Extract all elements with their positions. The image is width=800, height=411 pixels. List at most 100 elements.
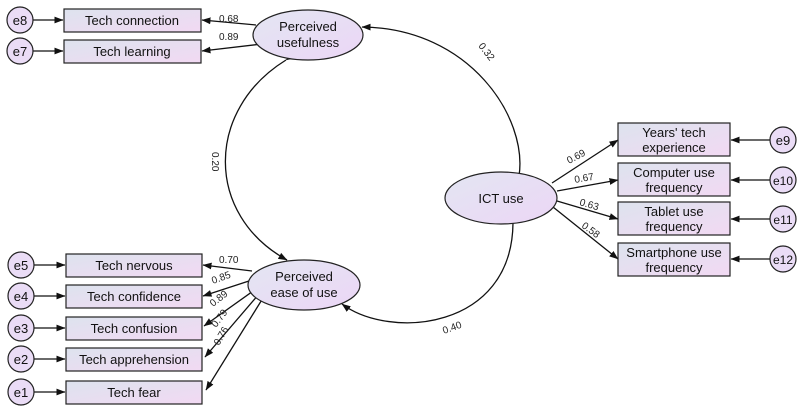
- path-ict-years-exp: [551, 139, 619, 184]
- label-e9: e9: [776, 133, 790, 148]
- indicator-tech-apprehension: Tech apprehension: [65, 347, 203, 372]
- circle-e7: [6, 37, 34, 65]
- label-e8: e8: [13, 13, 27, 28]
- path-peou-tech-fear: [205, 297, 264, 391]
- error-e7: e7: [6, 37, 34, 65]
- label-computer-freq-1: Computer use: [633, 165, 715, 180]
- label-tech-connection: Tech connection: [85, 13, 179, 28]
- label-tech-nervous: Tech nervous: [95, 258, 173, 273]
- pu-label-line1: Perceived: [279, 19, 337, 34]
- circle-e8: [6, 6, 34, 34]
- weight-cov-pu-peou: 0.20: [209, 152, 220, 172]
- ellipse-ict: [444, 171, 558, 225]
- latent-perceived-ease-of-use: Perceived ease of use: [247, 259, 361, 311]
- circle-e11: [769, 205, 797, 233]
- path-peou-tech-apprehension: [204, 293, 260, 358]
- cov-pu-ict: [361, 23, 522, 185]
- circle-e10: [769, 166, 797, 194]
- covariance-paths: [224, 23, 522, 324]
- label-e2: e2: [14, 352, 28, 367]
- circle-e3: [7, 314, 35, 342]
- peou-label-line1: Perceived: [275, 269, 333, 284]
- path-peou-tech-confusion: [203, 288, 257, 327]
- box-tech-learning: [63, 39, 202, 64]
- weight-computer-freq: 0.67: [574, 172, 596, 186]
- weight-years-exp: 0.69: [565, 148, 588, 167]
- error-e11: e11: [769, 205, 797, 233]
- label-e12: e12: [773, 253, 793, 267]
- weight-cov-peou-ict: 0.40: [441, 320, 463, 337]
- weight-tech-nervous: 0.70: [219, 255, 239, 266]
- error-e12: e12: [769, 245, 797, 273]
- error-e9: e9: [769, 126, 797, 154]
- box-tech-connection: [63, 8, 202, 33]
- label-years-exp-1: Years' tech: [642, 125, 705, 140]
- circle-e12: [769, 245, 797, 273]
- label-e4: e4: [14, 289, 28, 304]
- ellipse-pu: [252, 9, 364, 61]
- label-e5: e5: [14, 258, 28, 273]
- indicator-tech-confidence: Tech confidence: [65, 284, 203, 309]
- label-tablet-freq-1: Tablet use: [644, 204, 703, 219]
- circle-e2: [7, 345, 35, 373]
- indicator-tech-learning: Tech learning: [63, 39, 202, 64]
- indicator-smartphone-freq: Smartphone use frequency: [617, 242, 731, 277]
- path-pu-tech-learning: [201, 43, 263, 54]
- circle-e4: [7, 282, 35, 310]
- label-smartphone-freq-2: frequency: [645, 260, 703, 275]
- error-e2: e2: [7, 345, 35, 373]
- label-e3: e3: [14, 321, 28, 336]
- box-tech-confusion: [65, 316, 203, 341]
- weight-tech-confusion: 0.89: [208, 288, 230, 309]
- indicator-tech-connection: Tech connection: [63, 8, 202, 33]
- path-ict-smartphone-freq: [552, 206, 619, 260]
- circle-e1: [7, 378, 35, 406]
- label-e10: e10: [773, 174, 793, 188]
- loading-paths: [201, 17, 619, 391]
- label-smartphone-freq-1: Smartphone use: [626, 245, 721, 260]
- box-tech-fear: [65, 380, 203, 405]
- path-peou-tech-confidence: [202, 279, 253, 297]
- indicator-computer-freq: Computer use frequency: [617, 162, 731, 197]
- indicator-tech-fear: Tech fear: [65, 380, 203, 405]
- weight-cov-pu-ict: 0.32: [476, 41, 497, 63]
- cov-peou-ict: [341, 214, 517, 324]
- cov-pu-peou: [224, 52, 296, 261]
- error-e5: e5: [7, 251, 35, 279]
- path-ict-tablet-freq: [556, 200, 619, 220]
- label-tech-fear: Tech fear: [107, 385, 161, 400]
- path-peou-tech-nervous: [202, 262, 253, 272]
- error-paths: [33, 16, 770, 396]
- label-e7: e7: [13, 44, 27, 59]
- weight-tech-confidence: 0.85: [210, 270, 232, 287]
- label-tech-apprehension: Tech apprehension: [79, 352, 189, 367]
- error-e10: e10: [769, 166, 797, 194]
- weight-smartphone-freq: 0.58: [579, 221, 602, 242]
- label-computer-freq-2: frequency: [645, 180, 703, 195]
- peou-label-line2: ease of use: [270, 285, 337, 300]
- indicator-tech-confusion: Tech confusion: [65, 316, 203, 341]
- circle-e5: [7, 251, 35, 279]
- latent-ict-use: ICT use: [444, 171, 558, 225]
- label-e11: e11: [773, 213, 792, 227]
- path-pu-tech-connection: [201, 17, 257, 26]
- weight-tablet-freq: 0.63: [578, 197, 600, 213]
- weight-tech-learning: 0.89: [219, 32, 239, 43]
- latent-perceived-usefulness: Perceived usefulness: [252, 9, 364, 61]
- label-years-exp-2: experience: [642, 140, 706, 155]
- label-tech-learning: Tech learning: [93, 44, 170, 59]
- circle-e9: [769, 126, 797, 154]
- box-smartphone-freq: [617, 242, 731, 277]
- box-tech-apprehension: [65, 347, 203, 372]
- path-ict-computer-freq: [556, 178, 619, 192]
- label-tech-confusion: Tech confusion: [91, 321, 178, 336]
- box-tech-nervous: [65, 253, 203, 278]
- error-e4: e4: [7, 282, 35, 310]
- indicator-tech-nervous: Tech nervous: [65, 253, 203, 278]
- box-computer-freq: [617, 162, 731, 197]
- pu-label-line2: usefulness: [277, 35, 340, 50]
- ict-label: ICT use: [478, 191, 523, 206]
- box-tech-confidence: [65, 284, 203, 309]
- label-tech-confidence: Tech confidence: [87, 289, 181, 304]
